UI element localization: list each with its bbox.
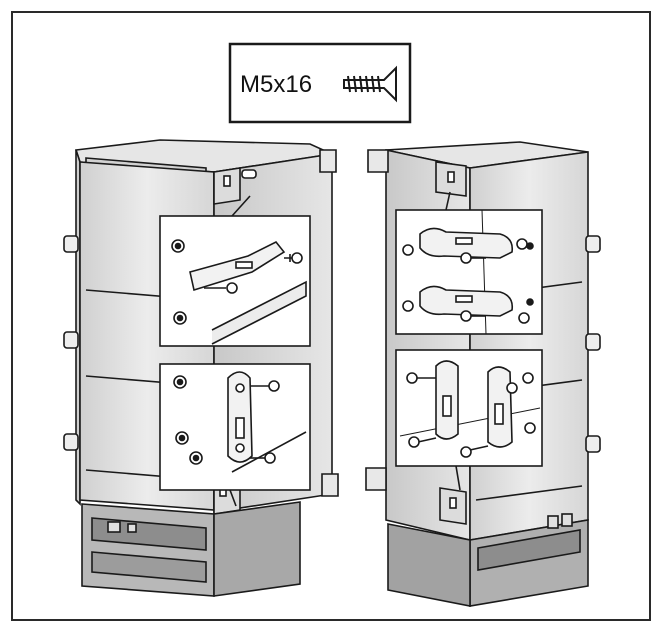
- screw-icon: [343, 65, 397, 103]
- detail-right-bottom: [395, 349, 543, 491]
- detail-right-top: [395, 191, 543, 335]
- detail-left-top: [159, 195, 311, 347]
- detail-left-bottom: [159, 363, 311, 507]
- screw-spec-label: M5x16: [240, 71, 312, 98]
